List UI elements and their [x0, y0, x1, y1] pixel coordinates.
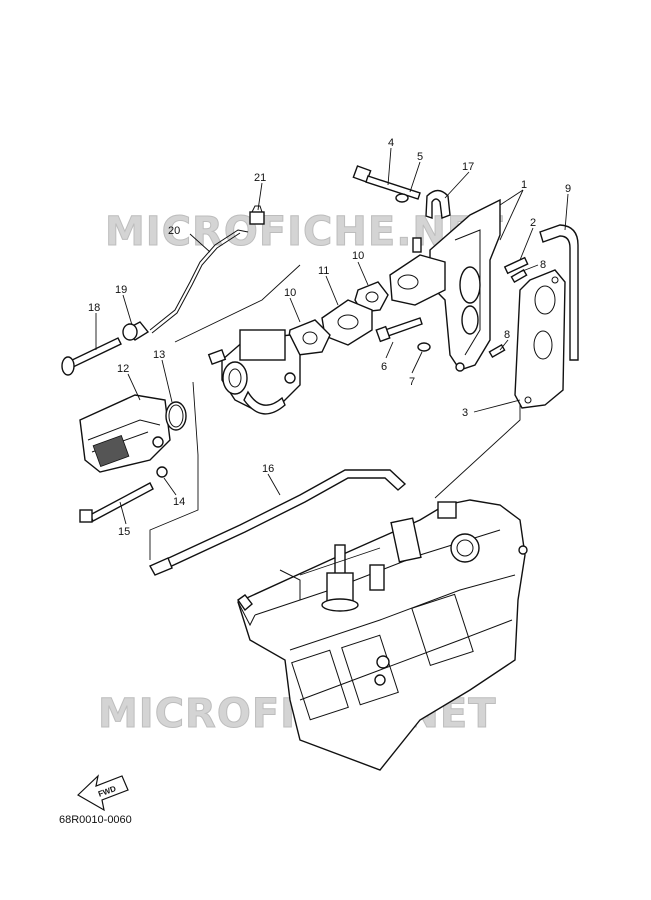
callout-18: 18: [88, 302, 100, 314]
throttle-shaft: [61, 321, 150, 376]
assembly-lines: [149, 264, 521, 576]
callout-6: 6: [381, 361, 387, 373]
callout-19: 19: [115, 284, 127, 296]
callout-10a: 10: [352, 250, 364, 262]
watermark-top: MICROFICHE.NET: [105, 209, 504, 255]
gasket: [514, 269, 566, 409]
callout-16: 16: [262, 463, 274, 475]
callout-2: 2: [530, 217, 536, 229]
choke-rod: [149, 469, 407, 576]
intake-silencer: [79, 394, 187, 523]
callout-15: 15: [118, 526, 130, 538]
callout-1: 1: [521, 179, 527, 191]
callout-9: 9: [565, 183, 571, 195]
bolt-washer-clamp: [352, 165, 451, 219]
dowel-pins: [488, 256, 529, 359]
callout-5: 5: [417, 151, 423, 163]
callout-20: 20: [168, 225, 180, 237]
fwd-arrow-icon: FWD: [77, 774, 129, 812]
hose: [539, 224, 579, 361]
leader-lines: [95, 147, 569, 525]
link-rod: [149, 205, 265, 334]
callout-21: 21: [254, 172, 266, 184]
engine-block: [237, 499, 528, 771]
callout-8a: 8: [540, 259, 546, 271]
bolt-6-washer-7: [375, 317, 431, 352]
callout-7: 7: [409, 376, 415, 388]
callout-4: 4: [388, 137, 394, 149]
carb-gaskets: [287, 281, 389, 356]
callout-3: 3: [462, 407, 468, 419]
callout-labels: 1 2 3 4 5 6 7 8 8 9 10 10 11 12 13 14 15…: [88, 137, 571, 538]
callout-13: 13: [153, 349, 165, 361]
diagram-code: 68R0010-0060: [59, 814, 132, 826]
intake-manifold: [389, 198, 501, 372]
callout-11: 11: [318, 265, 329, 277]
callout-14: 14: [173, 496, 185, 508]
callout-10b: 10: [284, 287, 296, 299]
callout-17: 17: [462, 161, 474, 173]
callout-12: 12: [117, 363, 129, 375]
callout-8b: 8: [504, 329, 510, 341]
carburetor: [207, 329, 301, 415]
